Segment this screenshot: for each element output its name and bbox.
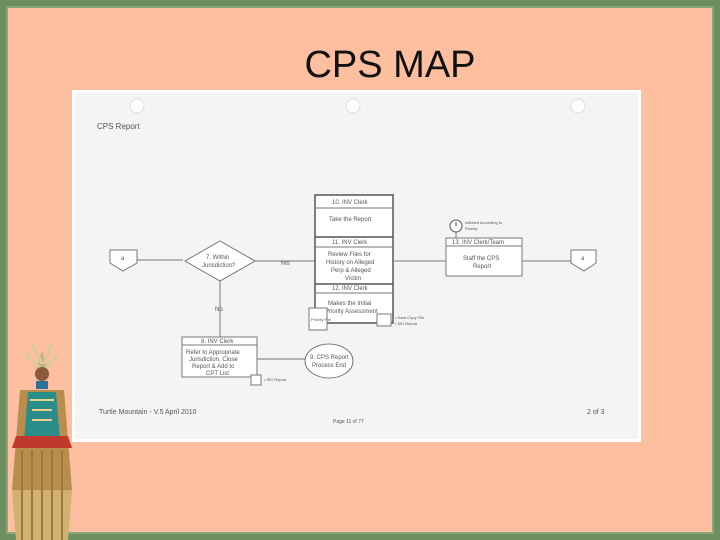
hardcopy-doc-icon [376,313,392,327]
decision-line2: Jurisdiction? [202,263,236,269]
end-line1: 9. CPS Report [310,355,349,361]
footer-left: Turtle Mountain - V.5 April 2010 [99,409,197,416]
clerk11-body1: Review Files for [328,252,371,258]
no-label: No [215,307,223,313]
clerk8-box [181,336,258,378]
clerk10-body: Take the Report [329,217,372,223]
punch-hole-right [570,98,586,114]
timer-note2: Priority [465,226,477,231]
document-header: CPS Report [97,122,140,131]
footer-right: 2 of 3 [587,409,605,416]
priority-file-label: Priority File [311,317,332,322]
decision-diamond [183,240,257,282]
clerk13-title: 13. INV Clerk/Team [452,240,504,246]
hardcopy-note2: • SID Report [395,321,418,326]
slide-title: CPS MAP [304,44,476,86]
decision-line1: 7. Within [206,255,229,261]
clerk8-body1: Refer to Appropriate [186,350,240,356]
punch-hole-left [129,98,145,114]
clerk13-body1: Staff the CPS [463,256,499,262]
clerk11-body2: History on Alleged [326,260,374,266]
connector-a-left-label: a [121,256,125,262]
clerk11-title: 11. INV Clerk [332,240,368,246]
clerk8-body2: Jurisdiction, Close [189,357,238,363]
clerk13-body2: Report [473,264,491,270]
clerk8-body3: Report & Add to [192,364,235,370]
timer-note1: Initiated According to [465,220,503,225]
connector-a-right-label: a [581,256,585,262]
clerk11-body4: Victim [345,276,361,282]
clerk-stack [314,194,394,324]
punch-hole-center [345,98,361,114]
clerk8-body4: CPT List [206,371,229,377]
sid-doc-icon [250,374,262,386]
clerk12-title: 12. INV Clerk [332,286,369,292]
connector-a-left [109,249,138,272]
priority-file-icon [308,307,328,331]
clerk11-body3: Perp & Alleged [331,268,371,274]
clerk12-body2: Priority Assessment [325,309,378,315]
hardcopy-note1: • Hard Copy File [395,315,425,320]
process-end-circle [304,343,354,379]
native-figure-illustration [12,343,72,540]
clerk10-title: 10. INV Clerk [332,200,369,206]
connector-a-right [570,249,597,272]
flowchart-svg: CPS Report a 7. Within Jurisdiction? Yes… [97,98,605,425]
yes-label: Yes [280,261,290,267]
clerk8-title: 8. INV Clerk [201,339,234,345]
clerk12-body1: Makes the Initial [328,301,371,307]
footer-center: Page 11 of 77 [333,419,364,425]
end-line2: Process End [312,363,346,369]
scanned-flowchart: CPS Report a 7. Within Jurisdiction? Yes… [72,90,641,442]
sid-note: • SID Report [264,377,287,382]
clerk13-box [445,237,523,277]
